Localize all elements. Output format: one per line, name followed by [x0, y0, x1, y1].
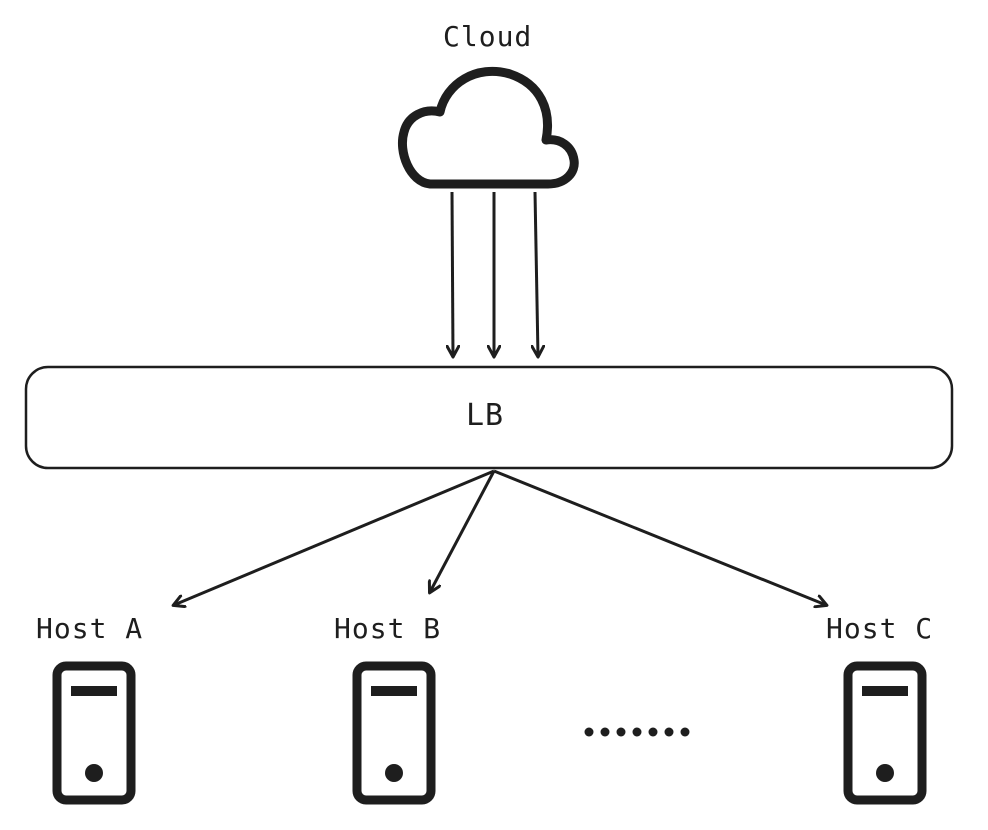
cloud-to-lb-arrow-3 [535, 191, 538, 356]
cloud-label: Cloud [443, 20, 533, 53]
server-icon-host-a [52, 661, 136, 805]
load-balancer-box [24, 365, 954, 470]
lb-to-host-b-arrow [430, 470, 496, 592]
ellipsis-dots [584, 727, 690, 737]
cloud-to-lb-arrows [452, 191, 538, 356]
host-c-label: Host C [826, 612, 934, 645]
host-a-label: Host A [36, 612, 144, 645]
host-b-label: Host B [334, 612, 442, 645]
server-icon-host-c [843, 661, 927, 805]
load-balancer-label: LB [466, 398, 505, 433]
lb-to-host-arrows [174, 469, 826, 605]
lb-to-host-a-arrow [174, 469, 495, 605]
cloud-icon [398, 66, 579, 189]
lb-to-host-c-arrow [493, 469, 826, 605]
server-icon-host-b [352, 661, 436, 805]
cloud-to-lb-arrow-1 [452, 191, 453, 356]
